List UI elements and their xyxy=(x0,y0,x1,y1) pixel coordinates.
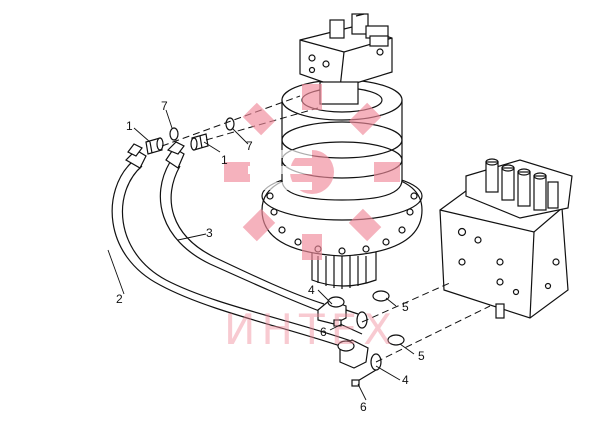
leader-lines xyxy=(107,109,415,401)
callout-1-adapter-left: 1 xyxy=(126,119,133,133)
callout-6-bolt-lower: 6 xyxy=(360,400,367,414)
callout-6-bolt-upper: 6 xyxy=(320,325,327,339)
watermark-logo xyxy=(224,84,400,260)
elbow-fitting-4-upper xyxy=(317,296,368,329)
motor-head-valve xyxy=(299,13,393,105)
pinion-gear xyxy=(311,251,377,289)
hose-end-fitting-right xyxy=(165,141,185,169)
hose-end-fitting-left xyxy=(125,143,147,169)
callout-4-elbow-lower: 4 xyxy=(402,373,409,387)
callout-7-o-ring-right: 7 xyxy=(246,139,253,153)
callout-5-o-ring-lower: 5 xyxy=(418,349,425,363)
callout-3-hose: 3 xyxy=(206,226,213,240)
adapter-1-right xyxy=(190,133,209,151)
callout-4-elbow-upper: 4 xyxy=(308,283,315,297)
callout-1-adapter-right: 1 xyxy=(221,153,228,167)
callout-labels: 1 7 1 7 3 2 4 6 5 5 4 6 xyxy=(116,99,425,414)
o-ring-7-right xyxy=(225,117,235,131)
hose-2 xyxy=(111,161,355,351)
watermark-text: ИНТЕХ xyxy=(224,305,398,354)
callout-5-o-ring-upper: 5 xyxy=(402,300,409,314)
bolt-6-lower xyxy=(351,369,377,387)
o-ring-7-left xyxy=(169,127,179,141)
callout-7-o-ring-left: 7 xyxy=(161,99,168,113)
control-valve-block xyxy=(439,158,573,319)
o-ring-5-upper xyxy=(372,290,390,302)
callout-2-hose: 2 xyxy=(116,292,123,306)
o-ring-5-lower xyxy=(387,334,405,346)
hose-3 xyxy=(159,161,325,313)
